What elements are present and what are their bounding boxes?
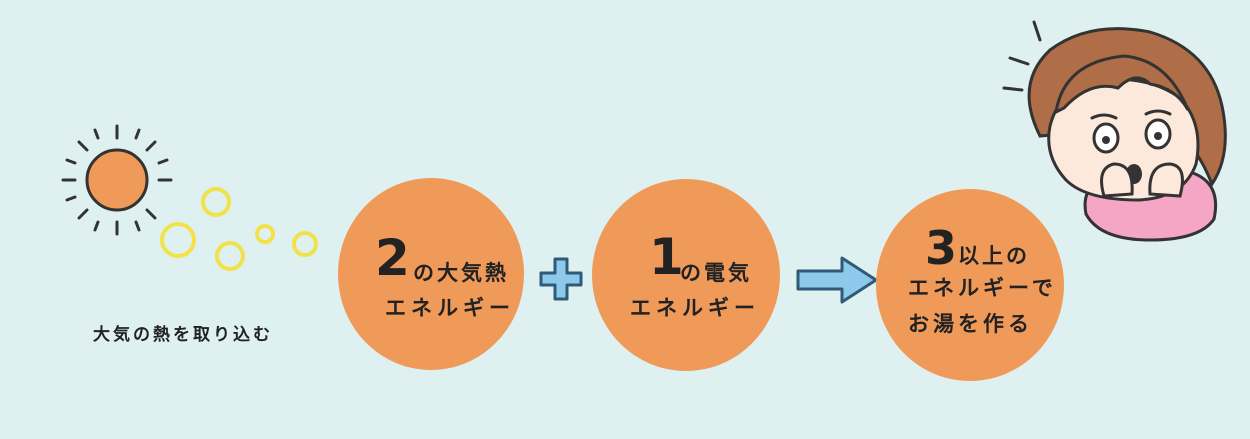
circle-air-heat-line1: の大気熱 [413, 261, 509, 285]
circle-output-number: 3 [925, 221, 958, 275]
circle-electric-line2: エネルギー [630, 296, 760, 320]
circle-air-heat-number: 2 [375, 229, 410, 287]
plus-icon [539, 257, 583, 301]
arrow-right-icon [796, 256, 878, 304]
surprised-woman-icon [1002, 20, 1227, 242]
heat-bubbles [160, 187, 318, 271]
circle-air-heat-line2: エネルギー [385, 296, 515, 320]
circle-electric-number: 1 [649, 228, 684, 286]
sun-caption: 大気の熱を取り込む [93, 325, 273, 345]
circle-electric-line1: の電気 [680, 261, 752, 285]
circle-output [876, 189, 1064, 381]
circle-output-line1: 以上の [958, 244, 1030, 268]
circle-output-line3: お湯を作る [908, 312, 1033, 336]
circle-electric [592, 179, 780, 371]
circle-air-heat [338, 178, 524, 370]
sun-icon [61, 124, 173, 236]
circle-output-line2: エネルギーで [908, 276, 1057, 300]
